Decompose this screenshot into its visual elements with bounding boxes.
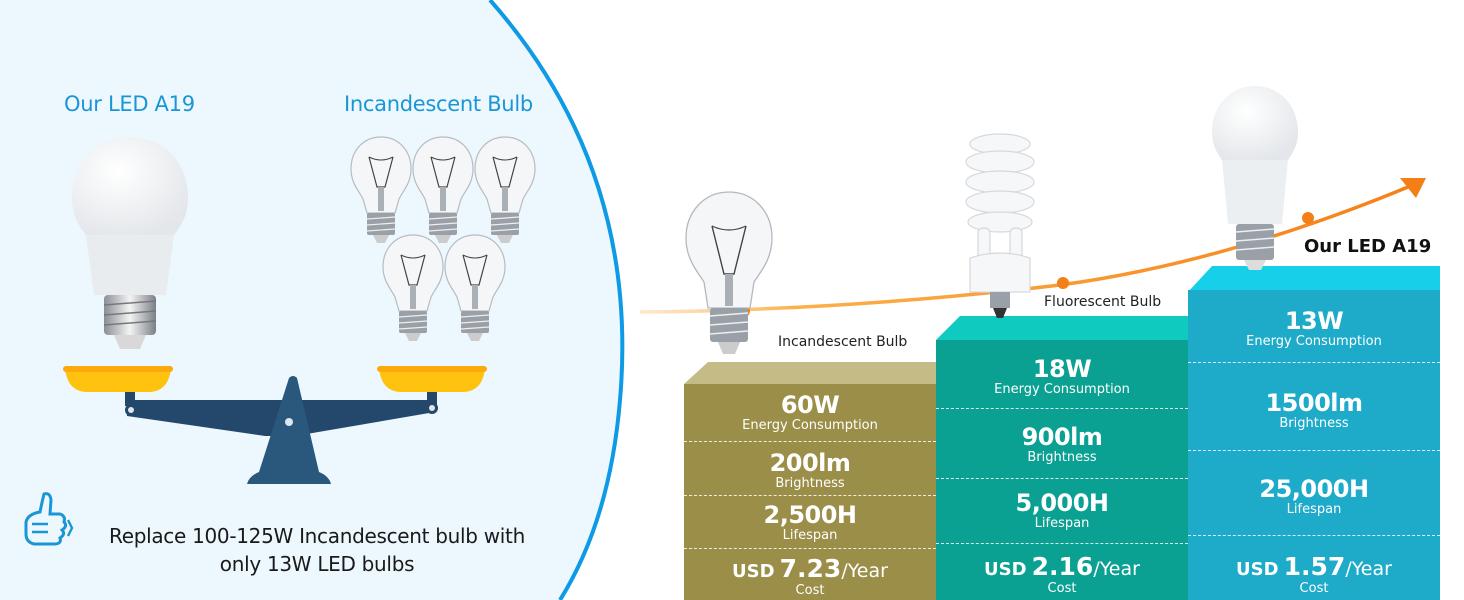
- led-label: Our LED A19: [1304, 236, 1432, 257]
- thumbs-up-icon: [24, 492, 74, 546]
- fluorescent-column-top: [936, 316, 1188, 340]
- tagline: Replace 100-125W Incandescent bulb with …: [82, 522, 552, 578]
- trend-point: [1057, 277, 1069, 289]
- led-column-top: [1188, 266, 1440, 292]
- balance-scale-icon: [63, 366, 487, 484]
- fluorescent-bulb-icon: [965, 133, 1035, 318]
- incandescent-bulb-icon: [685, 191, 773, 354]
- incandescent-label: Incandescent Bulb: [778, 334, 908, 350]
- tagline-line-2: only 13W LED bulbs: [219, 552, 415, 576]
- incandescent-column-top: [684, 362, 936, 384]
- led-bulb-icon: [1212, 86, 1298, 270]
- fluorescent-label: Fluorescent Bulb: [1044, 294, 1162, 310]
- incandescent-heading: Incandescent Bulb: [344, 92, 533, 116]
- metric-cost: USD 1.57/Year Cost: [1236, 552, 1392, 596]
- led-bulb-icon: [72, 137, 188, 349]
- tagline-line-1: Replace 100-125W Incandescent bulb with: [109, 524, 525, 548]
- trend-point: [1302, 212, 1314, 224]
- metric-cost: USD 2.16/Year Cost: [984, 552, 1140, 596]
- led-heading: Our LED A19: [64, 92, 195, 116]
- metric-cost: USD 7.23/Year Cost: [732, 554, 888, 598]
